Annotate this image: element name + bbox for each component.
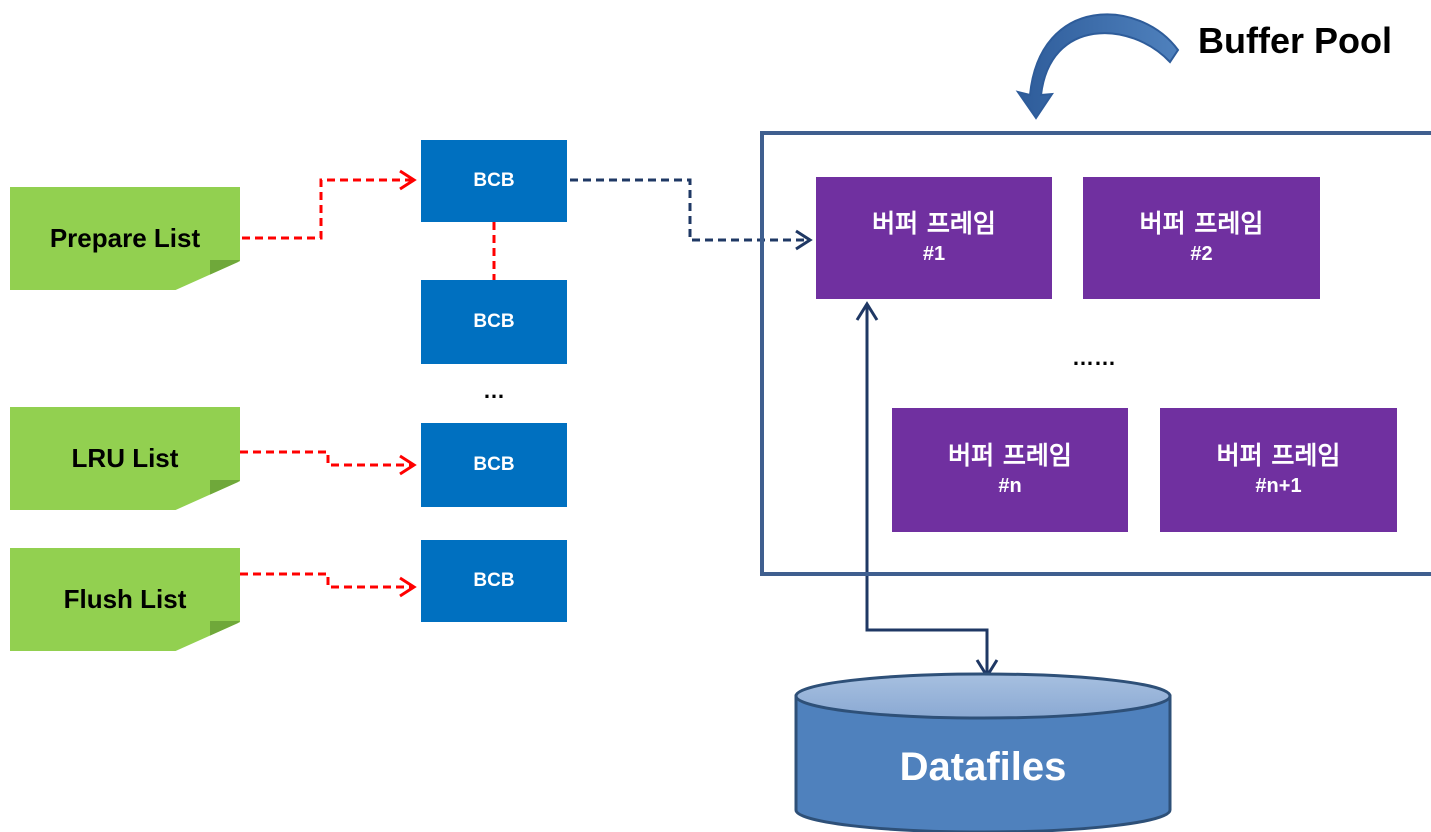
buffer-pool-title: Buffer Pool [1198, 20, 1392, 61]
frame-title: 버퍼 프레임 [1216, 441, 1341, 470]
frame-title: 버퍼 프레임 [948, 441, 1072, 470]
bcb-ellipsis: … [483, 378, 505, 403]
lru-arrowhead [399, 454, 417, 476]
prepare-list-label: Prepare List [49, 223, 201, 253]
bcb-to-frame-arrowhead [795, 229, 813, 251]
prepare-to-bcb-arrow [242, 178, 412, 240]
buffer-frame: 버퍼 프레임 #n [892, 408, 1128, 532]
datafiles-label: Datafiles [899, 745, 1067, 789]
curved-arrow-icon [1015, 13, 1180, 120]
bcb-block: BCB [421, 140, 567, 222]
bcb-block: BCB [421, 540, 567, 622]
flush-arrowhead [399, 576, 417, 598]
frame-number: #1 [922, 243, 946, 265]
frame-up-arrowhead [855, 301, 879, 321]
frame-ellipsis: …… [1072, 345, 1116, 370]
bcb-block: BCB [421, 423, 567, 507]
lru-list-label: LRU List [71, 443, 179, 473]
flush-to-bcb-arrow [240, 572, 412, 589]
lru-to-bcb-arrow [240, 450, 412, 467]
prepare-list-note: Prepare List [10, 187, 240, 290]
buffer-frame: 버퍼 프레임 #n+1 [1160, 408, 1397, 532]
buffer-pool-container [760, 131, 1431, 576]
bcb-block: BCB [421, 280, 567, 364]
frame-datafiles-connector [865, 306, 989, 674]
frame-title: 버퍼 프레임 [1139, 209, 1264, 238]
frame-number: #2 [1190, 243, 1213, 265]
datafiles-cylinder-top [794, 672, 1172, 720]
frame-number: #n+1 [1255, 475, 1302, 497]
flush-list-label: Flush List [63, 584, 187, 614]
bcb-to-frame-arrow [570, 178, 808, 242]
buffer-frame: 버퍼 프레임 #2 [1083, 177, 1320, 299]
frame-number: #n [998, 475, 1022, 497]
frame-title: 버퍼 프레임 [872, 209, 996, 238]
flush-list-note: Flush List [10, 548, 240, 651]
buffer-frame: 버퍼 프레임 #1 [816, 177, 1052, 299]
prepare-arrowhead [399, 169, 417, 191]
lru-list-note: LRU List [10, 407, 240, 510]
